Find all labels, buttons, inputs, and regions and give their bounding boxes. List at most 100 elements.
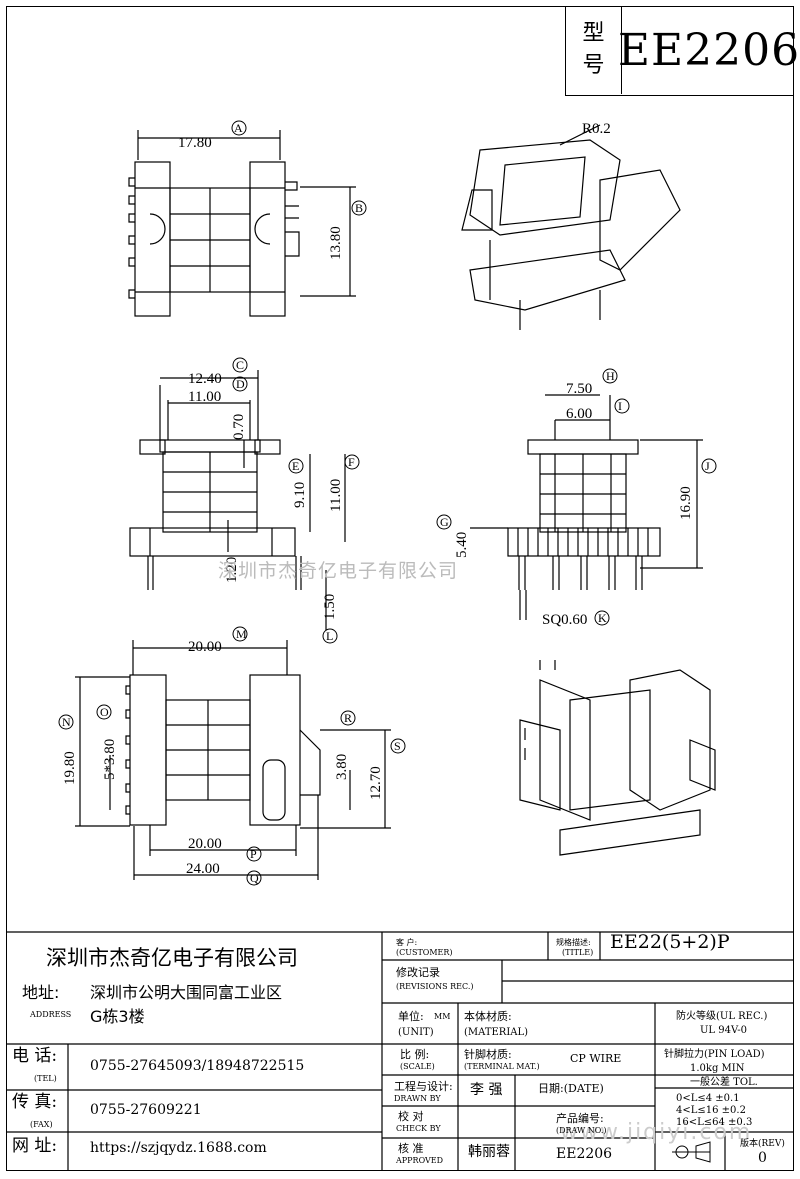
fax-label: 传 真: [12,1092,58,1112]
marker-o: O [100,705,109,719]
dim-d: 11.00 [188,389,221,405]
dim-c: 12.40 [188,371,222,387]
address-label: 地址: [22,983,60,1002]
dim-b: 13.80 [328,226,344,260]
marker-q: Q [250,871,259,885]
marker-f: F [348,455,355,469]
model-number: EE2206 [617,24,800,76]
revision-number-label: 版本(REV) [740,1139,785,1149]
dim-g-front: 1.20 [224,557,240,583]
customer-label-en: (CUSTOMER) [396,948,453,957]
address-label-en: ADDRESS [30,1010,72,1019]
spec-label: 规格描述: [556,938,591,947]
marker-g: G [440,515,449,529]
revision-label-en: (REVISIONS REC.) [396,982,474,991]
dim-a: 17.80 [178,135,212,151]
model-box: 型 号 EE2206 [565,6,800,96]
drawn-label-en: DRAWN BY [394,1094,441,1103]
pin-load-label: 针脚拉力(PIN LOAD) [664,1049,765,1060]
material-label-en: (MATERIAL) [464,1027,529,1038]
customer-label: 客 户: [396,938,418,947]
web-link[interactable]: https://szjqydz.1688.com [90,1140,267,1156]
dim-o: 5*3.80 [102,739,118,780]
dim-p: 20.00 [188,836,222,852]
address-line-2: G栋3楼 [90,1007,145,1026]
tolerance-2: 4<L≤16 ±0.2 [676,1105,746,1116]
tel-label: 电 话: [12,1046,58,1066]
marker-h: H [606,369,615,383]
model-label: 型 号 [566,6,622,94]
spec-label-en: (TITLE) [562,948,594,957]
dim-s: 12.70 [368,766,384,800]
scale-label: 比 例: [400,1048,430,1061]
dim-n: 19.80 [62,751,78,785]
marker-k: K [598,611,607,625]
projection-symbol [672,1141,711,1163]
dim-g-side: 5.40 [454,532,470,558]
marker-r: R [344,711,352,725]
marker-e: E [292,459,299,473]
marker-n: N [62,715,71,729]
tolerance-label: 一般公差 TOL. [690,1077,758,1088]
ul-value: UL 94V-0 [700,1025,748,1036]
marker-p: P [250,847,257,861]
front-view [129,370,346,630]
tel-number: 0755-27645093/18948722515 [90,1058,305,1074]
marker-j: J [705,459,710,473]
dim-h: 7.50 [566,381,592,397]
product-no-label: 产品编号: [556,1112,604,1125]
unit-label: 单位: [398,1010,424,1023]
check-label: 校 对 [398,1110,424,1123]
dim-f: 11.00 [328,479,344,512]
product-no-label-en: (DRAW NO.) [556,1126,607,1135]
spec-value: EE22(5+2)P [610,931,730,953]
dim-e: 9.10 [292,482,308,508]
bottom-view [75,640,391,880]
tolerance-3: 16<L≤64 ±0.3 [676,1117,753,1128]
top-left-flange [134,161,171,317]
marker-d: D [236,377,245,391]
dim-r: 3.80 [334,754,350,780]
company-name: 深圳市杰奇亿电子有限公司 [46,946,298,970]
isometric-view-top [461,124,681,330]
drawn-label: 工程与设计: [394,1080,453,1093]
check-label-en: CHECK BY [396,1124,441,1133]
callout-radius: R0.2 [582,121,611,137]
drawing-frame [6,6,794,1171]
scale-label-en: (SCALE) [400,1062,435,1071]
model-label-char: 号 [582,53,605,78]
unit-label-en: (UNIT) [398,1027,434,1038]
unit-value: MM [434,1012,451,1021]
terminal-label-en: (TERMINAL MAT.) [464,1062,540,1071]
marker-b: B [355,201,363,215]
side-view [470,394,703,620]
terminal-label: 针脚材质: [464,1048,512,1061]
isometric-view-bottom [519,660,716,856]
date-label: 日期:(DATE) [538,1082,604,1095]
marker-c: C [236,358,244,372]
title-block-lines [6,931,794,1171]
ul-label: 防火等级(UL REC.) [676,1011,768,1022]
pin-load-value: 1.0kg MIN [690,1063,745,1074]
approve-value: 韩丽蓉 [468,1144,510,1160]
watermark-center: 深圳市杰奇亿电子有限公司 [218,560,459,582]
address-line-1: 深圳市公明大围同富工业区 [90,983,283,1002]
web-label: 网 址: [12,1136,58,1156]
dim-j: 16.90 [678,486,694,520]
marker-s: S [394,739,401,753]
terminal-value: CP WIRE [570,1052,622,1065]
revision-number: 0 [758,1150,767,1166]
dim-d2: 0.70 [231,414,247,440]
marker-a: A [234,121,243,135]
product-number: EE2206 [556,1146,613,1162]
watermark-corner: www.jiqiyi.com [560,1120,753,1145]
marker-l: L [326,629,333,643]
material-label: 本体材质: [464,1010,512,1023]
dimension-marker-circles [58,120,717,886]
tel-label-en: (TEL) [34,1074,57,1083]
model-label-char: 型 [582,21,605,46]
marker-m: M [236,627,247,641]
top-right-flange [249,161,286,317]
dim-q: 24.00 [186,861,220,877]
